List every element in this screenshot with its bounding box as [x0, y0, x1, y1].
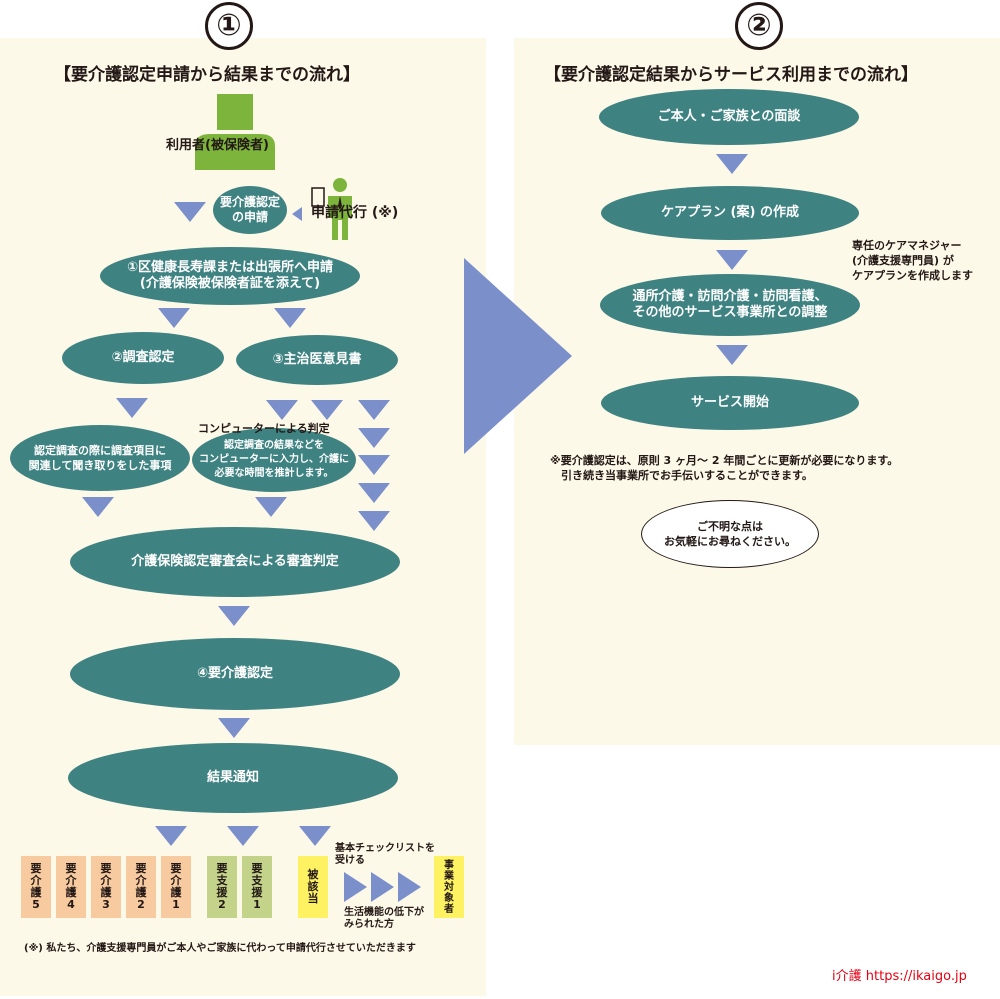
- arrow-doctor-1: [266, 400, 298, 420]
- checklist-arrow-2: [371, 872, 394, 902]
- support-level-1-box: 要 支 援 1: [242, 856, 272, 918]
- computer-detail-oval: 認定調査の結果などを コンピューターに入力し、介護に 必要な時間を推計します。: [192, 428, 356, 492]
- proxy-arrow: [292, 207, 302, 221]
- arrow-to-survey: [158, 308, 190, 328]
- arrow-left-to-apply: [174, 202, 206, 222]
- checklist-arrow-1: [344, 872, 367, 902]
- arrow-to-care: [155, 826, 187, 846]
- contact-text: ご不明な点は お気軽にお尋ねください。: [664, 520, 796, 548]
- application-oval: 要介護認定 の申請: [213, 186, 287, 234]
- care-level-1-box: 要 介 護 1: [161, 856, 191, 918]
- arrow-side-1: [358, 428, 390, 448]
- arrow-to-result: [218, 718, 250, 738]
- step-doctor-oval: ③主治医意見書: [236, 335, 398, 385]
- arrow-to-start: [716, 345, 748, 365]
- user-person-icon: [195, 94, 275, 170]
- step-apply-oval: ①区健康長寿課または出張所へ申請 (介護保険被保険者証を添えて): [100, 247, 360, 305]
- care-level-4-box: 要 介 護 4: [56, 856, 86, 918]
- section-number-1: ①: [205, 2, 253, 50]
- checklist-bottom-label: 生活機能の低下が みられた方: [344, 907, 424, 930]
- step-plan-oval: ケアプラン (案) の作成: [601, 186, 859, 240]
- step-coordination-oval: 通所介護・訪問介護・訪問看護、 その他のサービス事業所との調整: [600, 274, 860, 336]
- arrow-to-certification: [218, 606, 250, 626]
- arrow-to-survey-detail: [116, 398, 148, 418]
- computer-title: コンピューターによる判定: [198, 422, 330, 435]
- arrow-doctor-3: [358, 400, 390, 420]
- proxy-person-icon: [311, 178, 352, 240]
- left-title: 【要介護認定申請から結果までの流れ】: [54, 65, 360, 85]
- arrow-to-doctor: [274, 308, 306, 328]
- arrow-to-applicable: [299, 826, 331, 846]
- support-level-2-box: 要 支 援 2: [207, 856, 237, 918]
- survey-detail-oval: 認定調査の際に調査項目に 関連して聞き取りをした事項: [10, 425, 190, 491]
- step-survey-oval: ②調査認定: [62, 332, 224, 384]
- arrow-doctor-2: [311, 400, 343, 420]
- arrow-to-coordination: [716, 250, 748, 270]
- right-title: 【要介護認定結果からサービス利用までの流れ】: [544, 65, 918, 85]
- arrow-side-4: [358, 511, 390, 531]
- arrow-from-computer: [255, 497, 287, 517]
- arrow-side-3: [358, 483, 390, 503]
- checklist-arrow-3: [398, 872, 421, 902]
- care-level-2-box: 要 介 護 2: [126, 856, 156, 918]
- certification-oval: ④要介護認定: [70, 638, 400, 710]
- checklist-top-label: 基本チェックリストを 受ける: [335, 843, 435, 866]
- arrow-from-survey-detail: [82, 497, 114, 517]
- section-number-2: ②: [735, 2, 783, 50]
- plan-note: 専任のケアマネジャー (介護支援専門員) が ケアプランを作成します: [852, 239, 973, 282]
- care-level-3-box: 要 介 護 3: [91, 856, 121, 918]
- step-interview-oval: ご本人・ご家族との面談: [599, 89, 859, 145]
- contact-bubble: ご不明な点は お気軽にお尋ねください。: [641, 500, 819, 568]
- credit-url[interactable]: https://ikaigo.jp: [865, 969, 967, 984]
- arrow-to-plan: [716, 154, 748, 174]
- arrow-to-support: [227, 826, 259, 846]
- care-level-5-box: 要 介 護 5: [21, 856, 51, 918]
- credit-brand: i介護: [832, 969, 862, 984]
- renewal-note: ※要介護認定は、原則 3 ヶ月〜 2 年間ごとに更新が必要になります。 引き続き…: [550, 454, 899, 482]
- result-oval: 結果通知: [68, 743, 398, 813]
- arrow-side-2: [358, 455, 390, 475]
- big-right-arrow: [464, 258, 572, 454]
- left-footnote: (※) 私たち、介護支援専門員がご本人やご家族に代わって申請代行させていただきま…: [24, 943, 416, 954]
- business-target-box: 事 業 対 象 者: [434, 856, 464, 918]
- credit: i介護 https://ikaigo.jp: [832, 965, 967, 984]
- applicable-box: 被 該 当: [298, 856, 328, 918]
- proxy-label: 申請代行 (※): [311, 205, 399, 221]
- user-label: 利用者(被保険者): [166, 138, 269, 153]
- step-start-oval: サービス開始: [601, 376, 859, 430]
- committee-oval: 介護保険認定審査会による審査判定: [70, 527, 400, 597]
